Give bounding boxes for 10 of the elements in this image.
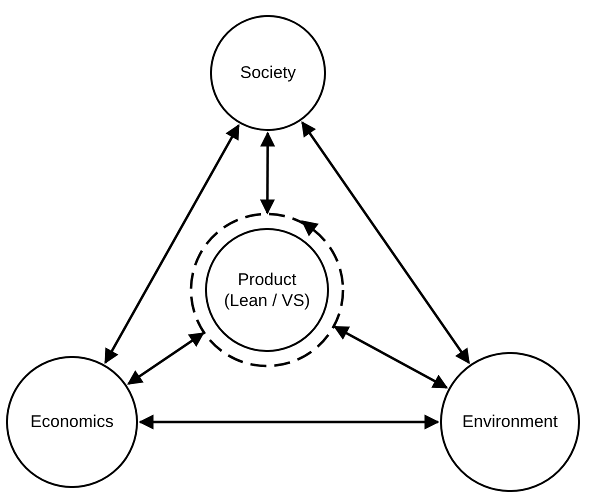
node-label: Product (Lean / VS) xyxy=(223,268,311,312)
arrow xyxy=(333,326,448,389)
arrow xyxy=(127,332,204,385)
arrow xyxy=(301,121,470,364)
node-label: Economics xyxy=(30,411,114,433)
arrow xyxy=(138,414,440,430)
node-label: Society xyxy=(240,62,296,84)
node-label: Environment xyxy=(462,411,558,433)
arrow xyxy=(260,132,276,214)
arrow xyxy=(104,124,240,364)
